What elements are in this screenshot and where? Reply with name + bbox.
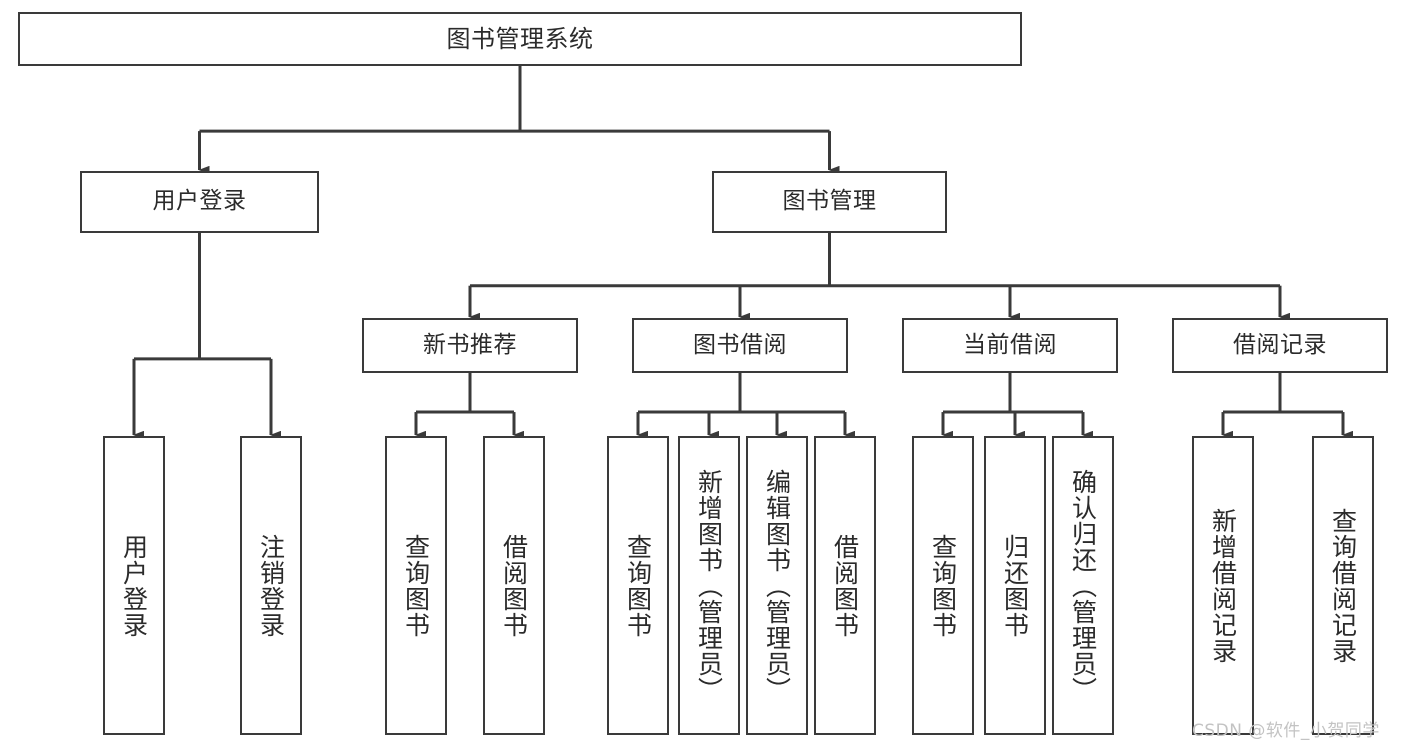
- node-label: 查询图书: [928, 533, 958, 638]
- node-login[interactable]: 用户登录: [80, 171, 319, 233]
- node-label: 借阅图书: [499, 533, 529, 638]
- node-label: 图书管理系统: [446, 24, 594, 53]
- node-label: 当前借阅: [963, 331, 1057, 358]
- node-label: 借阅记录: [1233, 331, 1327, 358]
- node-bookmgmt[interactable]: 图书管理: [712, 171, 947, 233]
- node-label: 确认归还（管理员）: [1068, 468, 1098, 703]
- node-leaf-borrow-4[interactable]: 借阅图书: [814, 436, 876, 735]
- node-borrow[interactable]: 图书借阅: [632, 318, 848, 373]
- node-label: 用户登录: [119, 533, 149, 638]
- watermark-text: CSDN @软件_小贺同学: [1192, 721, 1380, 741]
- node-label: 用户登录: [152, 188, 247, 215]
- node-leaf-login-1[interactable]: 用户登录: [103, 436, 165, 735]
- node-root[interactable]: 图书管理系统: [18, 12, 1022, 66]
- node-leaf-borrow-2[interactable]: 新增图书（管理员）: [678, 436, 740, 735]
- node-records[interactable]: 借阅记录: [1172, 318, 1388, 373]
- node-label: 编辑图书（管理员）: [762, 468, 792, 703]
- node-label: 借阅图书: [830, 533, 860, 638]
- node-leaf-login-2[interactable]: 注销登录: [240, 436, 302, 735]
- node-label: 图书管理: [782, 188, 877, 215]
- node-current[interactable]: 当前借阅: [902, 318, 1118, 373]
- node-label: 新增图书（管理员）: [694, 468, 724, 703]
- node-newbook[interactable]: 新书推荐: [362, 318, 578, 373]
- node-label: 注销登录: [256, 533, 286, 638]
- node-leaf-borrow-1[interactable]: 查询图书: [607, 436, 669, 735]
- node-leaf-new-2[interactable]: 借阅图书: [483, 436, 545, 735]
- node-leaf-rec-1[interactable]: 新增借阅记录: [1192, 436, 1254, 735]
- node-label: 查询图书: [401, 533, 431, 638]
- node-label: 查询图书: [623, 533, 653, 638]
- node-label: 归还图书: [1000, 533, 1030, 638]
- node-label: 查询借阅记录: [1328, 507, 1358, 664]
- node-leaf-rec-2[interactable]: 查询借阅记录: [1312, 436, 1374, 735]
- node-label: 图书借阅: [693, 331, 787, 358]
- node-leaf-new-1[interactable]: 查询图书: [385, 436, 447, 735]
- node-label: 新书推荐: [423, 331, 517, 358]
- node-label: 新增借阅记录: [1208, 507, 1238, 664]
- node-leaf-cur-1[interactable]: 查询图书: [912, 436, 974, 735]
- node-leaf-cur-2[interactable]: 归还图书: [984, 436, 1046, 735]
- node-leaf-cur-3[interactable]: 确认归还（管理员）: [1052, 436, 1114, 735]
- node-leaf-borrow-3[interactable]: 编辑图书（管理员）: [746, 436, 808, 735]
